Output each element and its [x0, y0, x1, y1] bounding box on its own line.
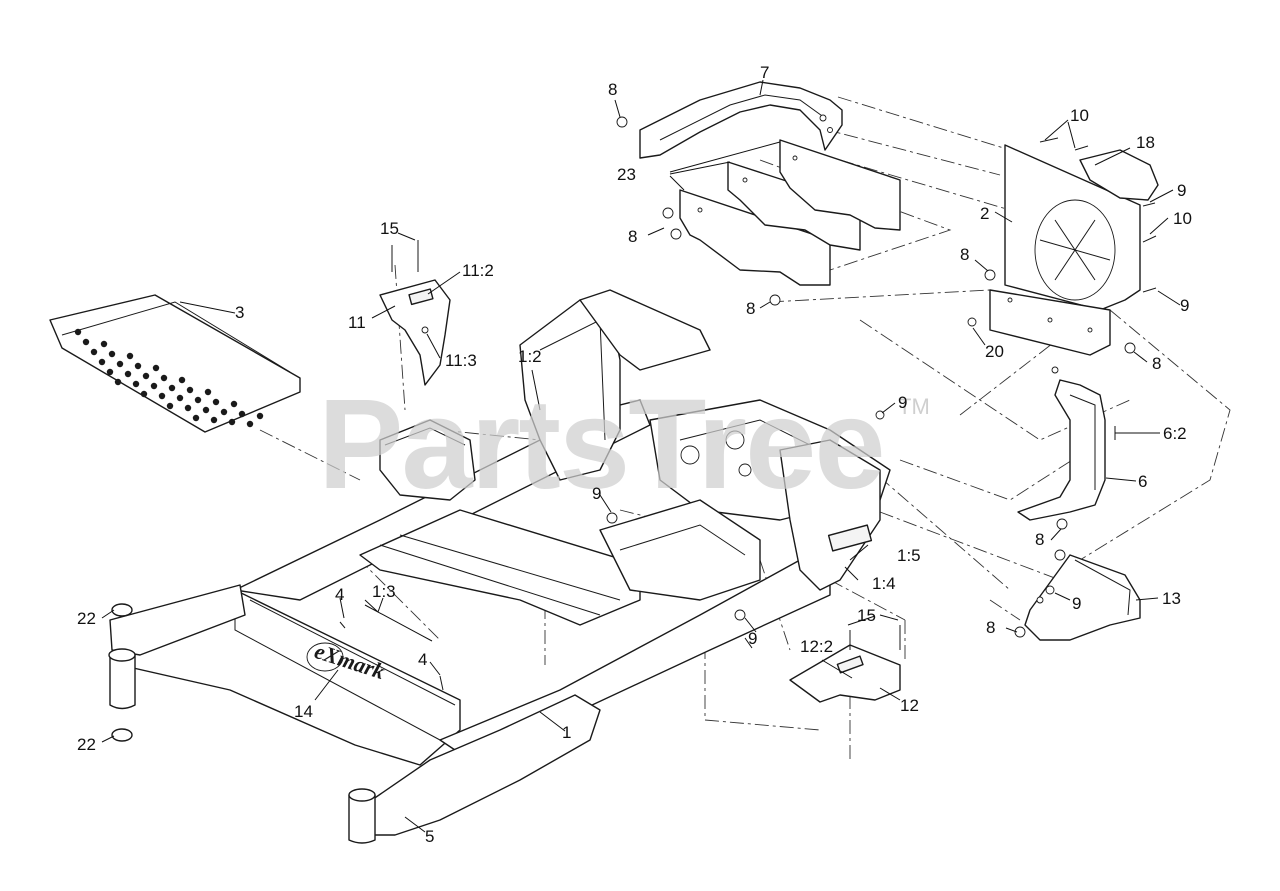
plate-hole	[176, 394, 184, 402]
callout: 12:2	[800, 637, 833, 656]
plate-hole	[90, 348, 98, 356]
callout: 8	[608, 80, 617, 99]
part-3-foot-plate	[49, 294, 301, 433]
plate-hole	[98, 358, 106, 366]
callout: 8	[1152, 354, 1161, 373]
callout: 22	[77, 735, 96, 754]
callout: 6:2	[1163, 424, 1187, 443]
plate-hole	[140, 390, 148, 398]
plate-hole	[116, 360, 124, 368]
part-7-rear-cover	[639, 81, 843, 159]
plate-hole	[256, 412, 264, 420]
plate-hole	[230, 400, 238, 408]
watermark-text: PartsTree	[318, 373, 884, 516]
callout: 11:2	[462, 261, 494, 280]
callout: 9	[1072, 594, 1081, 613]
callout: 12	[900, 696, 919, 715]
callout: 15	[857, 606, 876, 625]
callout: 1:4	[872, 574, 896, 593]
plate-hole	[108, 350, 116, 358]
part-11-console	[379, 279, 451, 386]
part-13-lower-shield	[1024, 554, 1141, 641]
plate-hole	[192, 414, 200, 422]
plate-hole	[134, 362, 142, 370]
callout: 22	[77, 609, 96, 628]
part-5-caster-tube	[348, 788, 376, 844]
part-2-side-plate	[989, 144, 1141, 356]
plate-hole	[194, 396, 202, 404]
plate-hole	[212, 398, 220, 406]
part-23-brackets	[679, 139, 901, 286]
callout: 4	[335, 585, 344, 604]
watermark-tm: TM	[898, 394, 930, 419]
callout: 5	[425, 827, 434, 846]
part-22-bushings	[108, 603, 136, 742]
callout: 9	[1177, 181, 1186, 200]
plate-hole	[202, 406, 210, 414]
plate-hole	[204, 388, 212, 396]
callout: 2	[980, 204, 989, 223]
callout: 15	[380, 219, 399, 238]
callout: 8	[960, 245, 969, 264]
callout: 13	[1162, 589, 1181, 608]
callout: 11:3	[445, 351, 477, 370]
plate-hole	[100, 340, 108, 348]
hardware-fasteners	[339, 116, 1157, 691]
callout: 1:2	[518, 347, 542, 366]
leader-lines	[101, 79, 1181, 833]
callout: 7	[760, 63, 769, 82]
callout: 1:3	[372, 582, 396, 601]
callout: 6	[1138, 472, 1147, 491]
plate-hole	[186, 386, 194, 394]
callout: 9	[592, 484, 601, 503]
plate-hole	[228, 418, 236, 426]
plate-hole	[152, 364, 160, 372]
plate-hole	[150, 382, 158, 390]
callout: 8	[1035, 530, 1044, 549]
callout: 23	[617, 165, 636, 184]
callout: 10	[1070, 106, 1089, 125]
plate-hole	[126, 352, 134, 360]
plate-hole	[74, 328, 82, 336]
plate-hole	[132, 380, 140, 388]
callout: 14	[294, 702, 313, 721]
callout: 9	[748, 629, 757, 648]
callout: 9	[898, 393, 907, 412]
callout: 10	[1173, 209, 1192, 228]
callout: 3	[235, 303, 244, 322]
plate-hole	[220, 408, 228, 416]
plate-hole	[106, 368, 114, 376]
plate-hole	[158, 392, 166, 400]
callout-labels: 7 8 23 8 8 10 18 9 2 10 8 9 20 8 15 11:2…	[77, 63, 1192, 846]
callout: 4	[418, 650, 427, 669]
plate-hole	[210, 416, 218, 424]
plate-hole	[82, 338, 90, 346]
callout: 11	[348, 313, 366, 332]
plate-hole	[238, 410, 246, 418]
watermark: PartsTree TM	[318, 373, 930, 516]
part-6-shroud	[1017, 379, 1106, 521]
plate-hole	[168, 384, 176, 392]
plate-hole	[178, 376, 186, 384]
plate-hole	[246, 420, 254, 428]
plate-hole	[166, 402, 174, 410]
part-1-main-frame	[109, 289, 891, 836]
callout: 8	[746, 299, 755, 318]
callout: 8	[986, 618, 995, 637]
plate-hole	[184, 404, 192, 412]
plate-hole	[124, 370, 132, 378]
plate-hole	[142, 372, 150, 380]
plate-hole	[160, 374, 168, 382]
callout: 1:5	[897, 546, 921, 565]
callout: 20	[985, 342, 1004, 361]
callout: 18	[1136, 133, 1155, 152]
callout: 8	[628, 227, 637, 246]
callout: 1	[562, 723, 571, 742]
callout: 9	[1180, 296, 1189, 315]
plate-hole	[114, 378, 122, 386]
